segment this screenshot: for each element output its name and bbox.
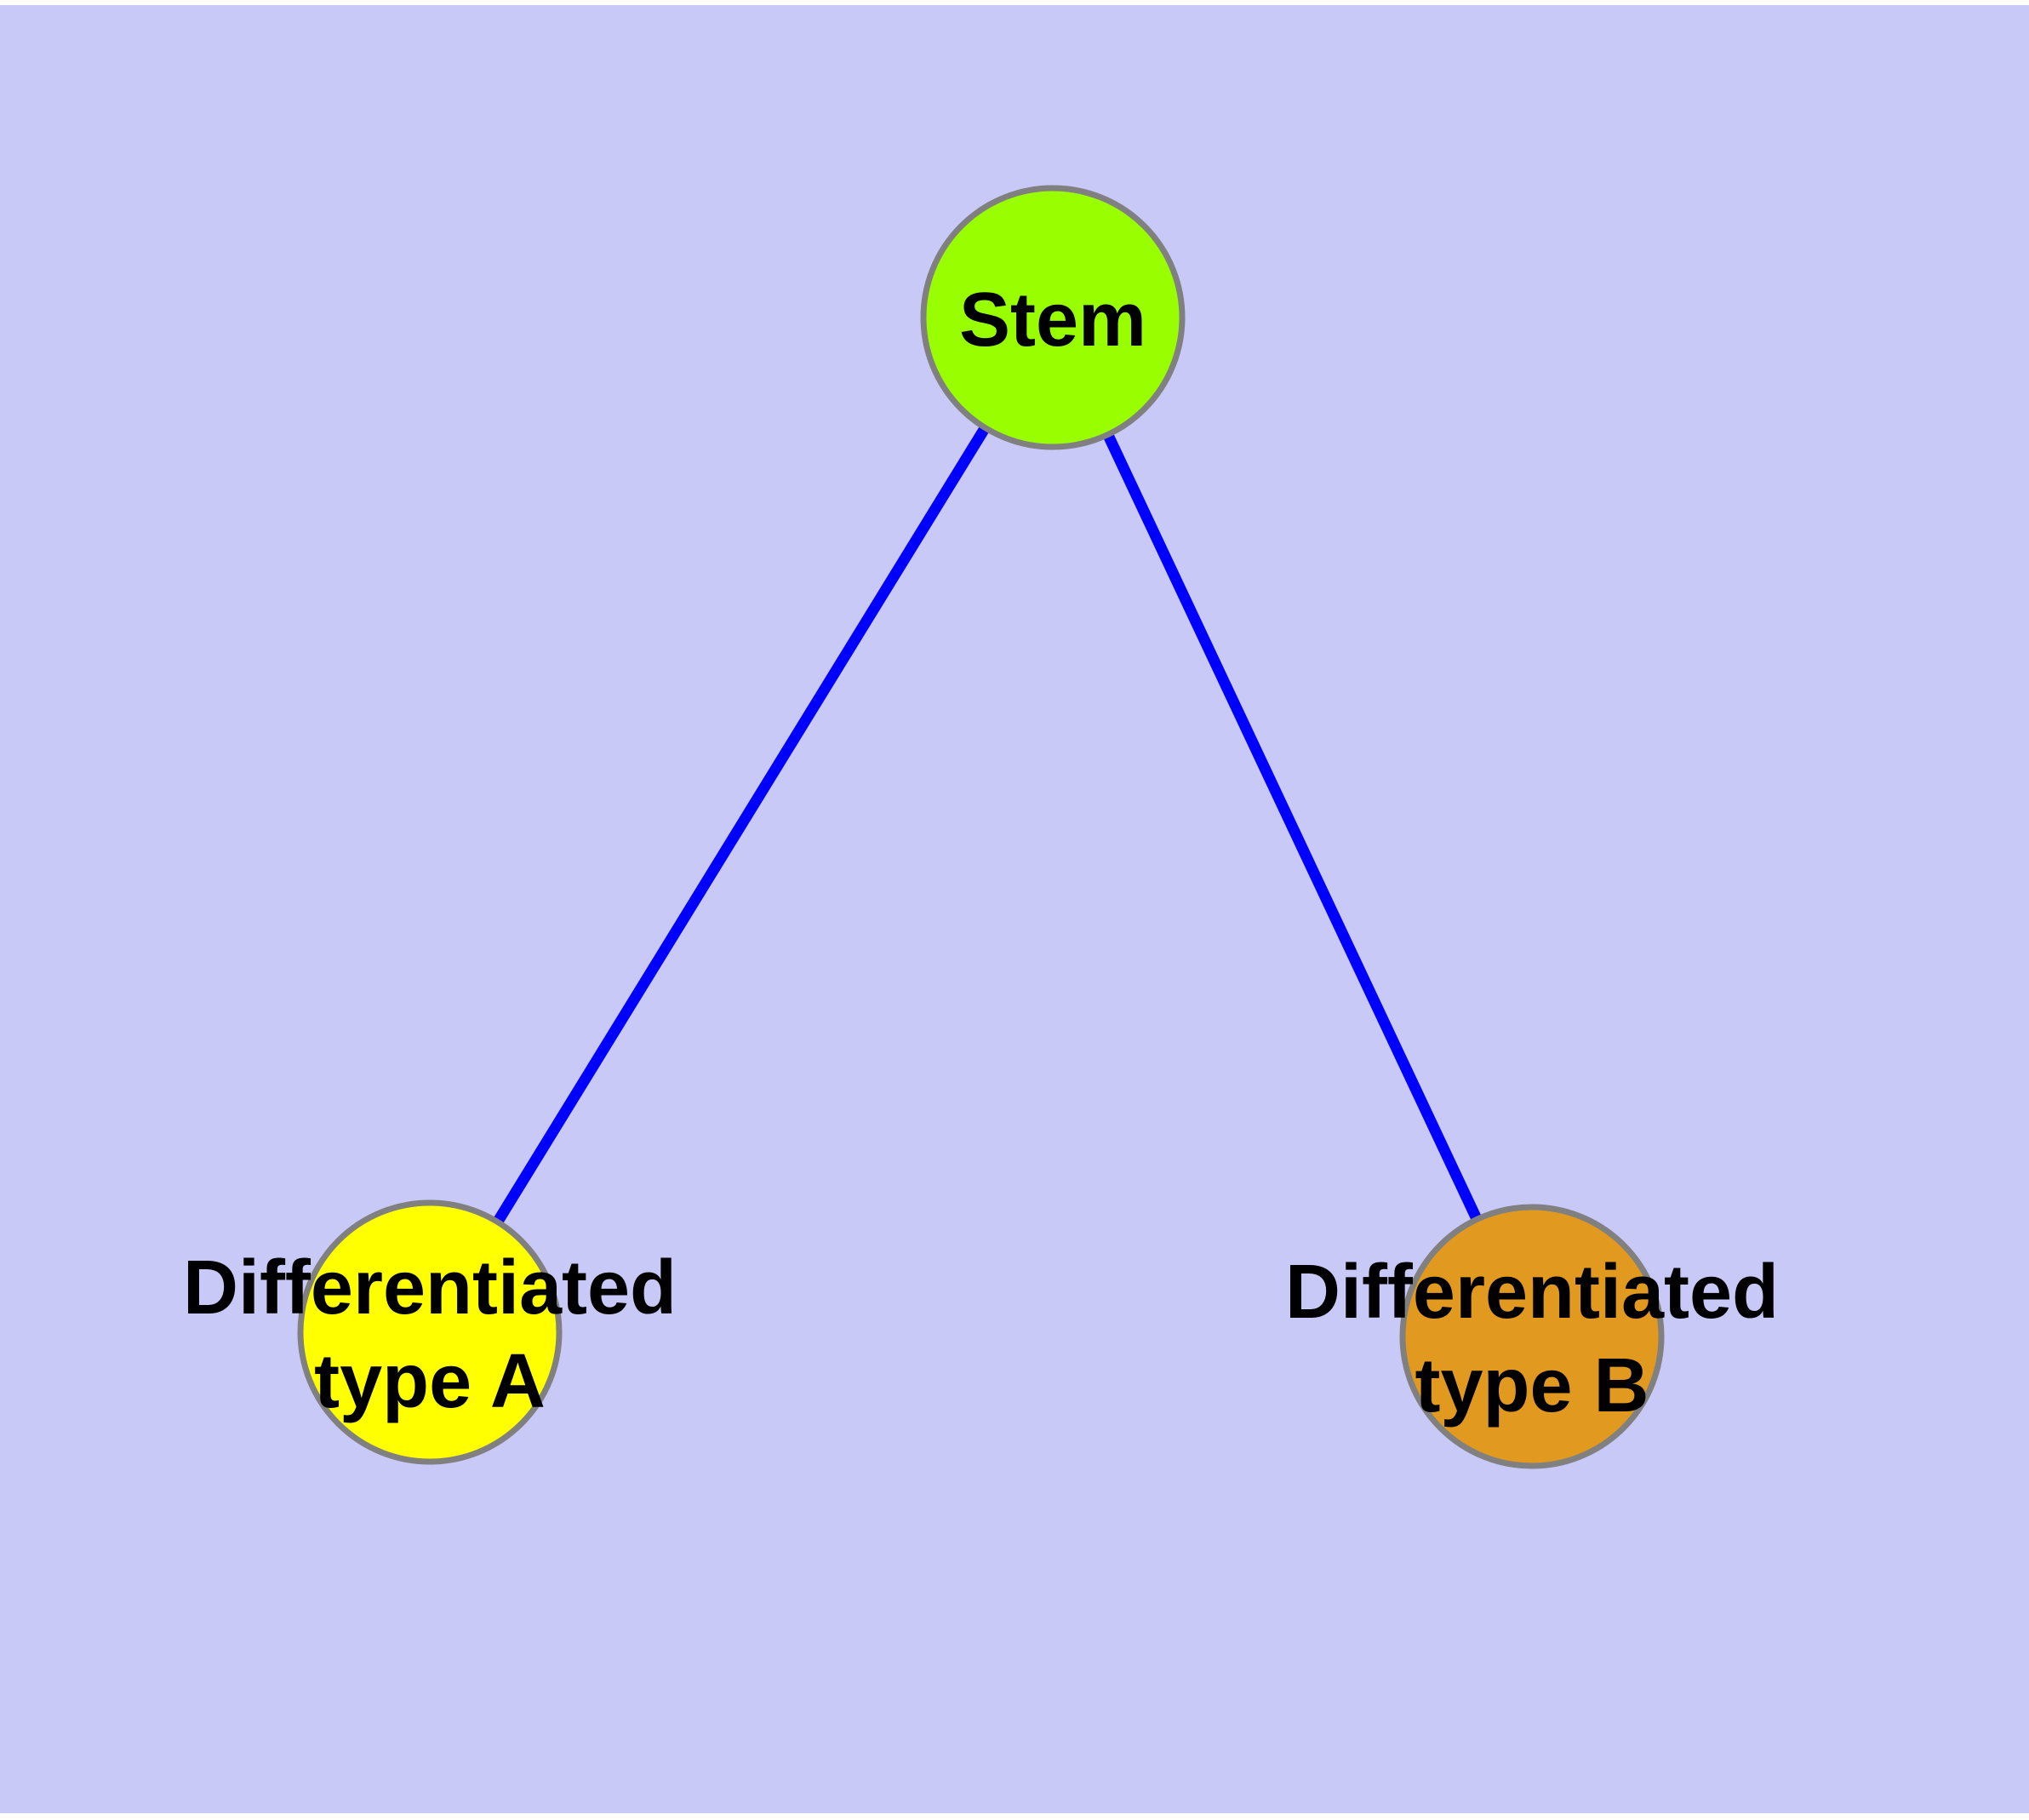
edge-stem-to-differentiated-type-a — [425, 314, 1058, 1336]
edges-layer — [425, 314, 1537, 1339]
node-label-line: Differentiated — [1285, 1250, 1779, 1335]
node-differentiated-type-b — [1399, 1204, 1665, 1469]
node-label-line: Stem — [959, 278, 1146, 363]
node-label-stem: Stem — [959, 278, 1146, 363]
node-stem — [920, 185, 1186, 450]
node-label-line: type B — [1415, 1343, 1649, 1428]
node-label-line: Differentiated — [183, 1245, 677, 1331]
node-differentiated-type-a — [297, 1199, 563, 1465]
edge-stem-to-differentiated-type-b — [1048, 315, 1537, 1339]
node-label-line: type A — [314, 1339, 546, 1424]
nodes-layer — [297, 185, 1665, 1469]
